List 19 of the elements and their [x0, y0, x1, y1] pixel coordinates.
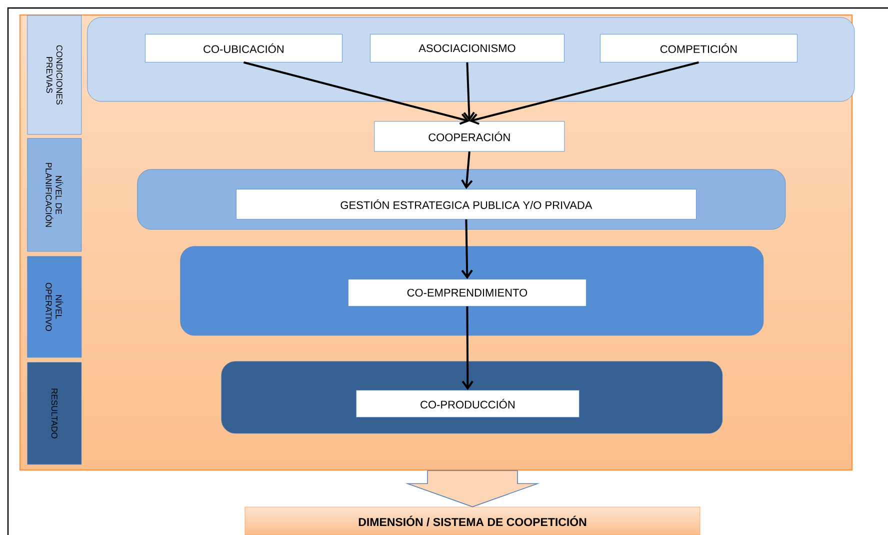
concept-box: COOPERACIÓN: [374, 121, 565, 152]
result-box: DIMENSIÓN / SISTEMA DE COOPETICIÓN: [244, 506, 700, 535]
level-label: CONDICIONES PREVIAS: [27, 15, 82, 135]
concept-box: ASOCIACIONISMO: [370, 34, 564, 62]
level-label: RESULTADO: [27, 362, 82, 465]
arrow: [463, 62, 475, 122]
concept-box: GESTIÓN ESTRATEGICA PUBLICA Y/O PRIVADA: [236, 189, 696, 220]
block-arrow: [405, 470, 540, 508]
concept-box: CO-PRODUCCIÓN: [356, 390, 580, 418]
level-label: NÍVEL DE PLANIFICACIÓN: [27, 138, 82, 252]
arrow: [469, 61, 699, 125]
arrow: [461, 152, 473, 189]
concept-box: COMPETICIÓN: [600, 34, 798, 62]
arrow: [462, 306, 474, 390]
arrow: [243, 61, 470, 125]
concept-box: CO-EMPRENDIMIENTO: [348, 279, 586, 306]
level-label: NÍVEL OPERATIVO: [27, 256, 82, 358]
arrow: [461, 219, 473, 279]
concept-box: CO-UBICACIÓN: [145, 34, 342, 62]
